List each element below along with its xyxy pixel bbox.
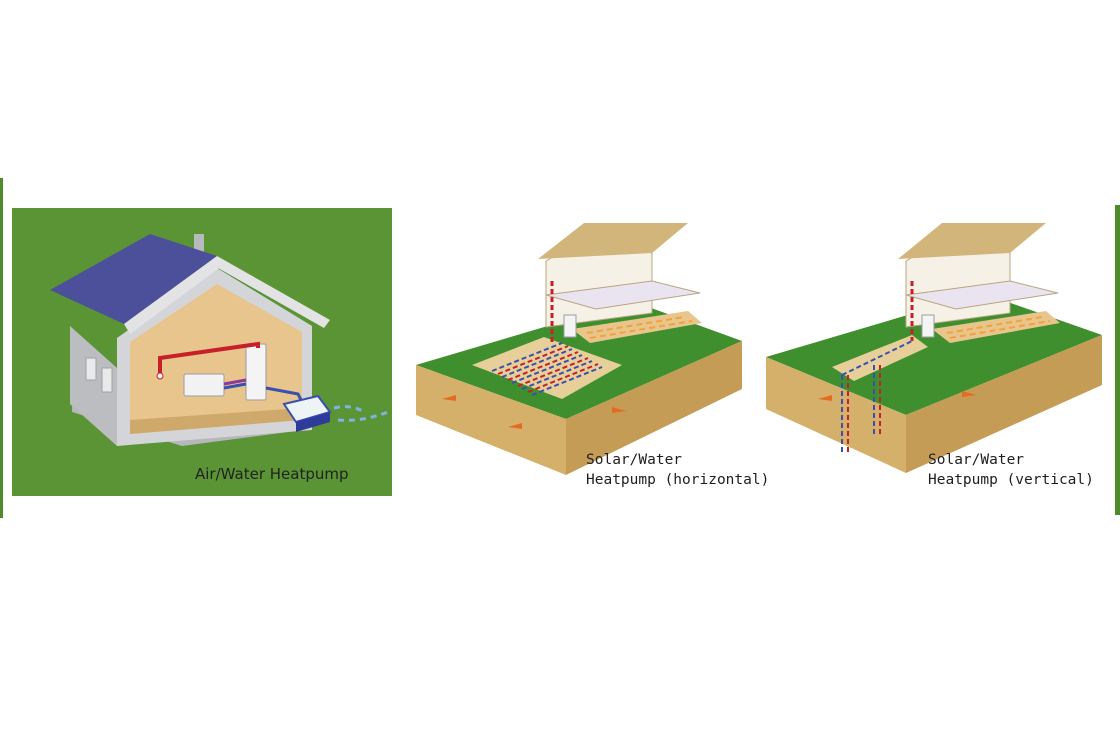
air-flow: [337, 410, 389, 422]
page-edge-right: [1115, 205, 1120, 515]
heat-arrow: [818, 395, 832, 401]
vertical-caption: Solar/Water Heatpump (vertical): [928, 450, 1094, 490]
house-roof: [898, 223, 1046, 259]
caption-line: Solar/Water: [928, 452, 1025, 468]
air-water-caption: Air/Water Heatpump: [195, 465, 349, 483]
page-edge-left: [0, 178, 3, 518]
heat-arrow: [612, 407, 626, 413]
heat-arrow: [442, 395, 456, 401]
ground-side: [566, 341, 742, 475]
floor-heating-loops: [946, 316, 1051, 339]
indoor-unit: [245, 343, 267, 401]
caption-line: Heatpump (horizontal): [586, 472, 770, 488]
caption-line: Solar/Water: [586, 452, 683, 468]
caption-line: Air/Water Heatpump: [195, 465, 349, 483]
horizontal-collector-illustration: [416, 223, 742, 475]
heat-arrow: [962, 391, 976, 397]
solar-water-vertical-panel: Solar/Water Heatpump (vertical): [762, 215, 1115, 515]
outdoor-unit-base: [296, 412, 330, 432]
trench: [472, 337, 622, 399]
ground-front: [766, 357, 906, 473]
side-window: [101, 367, 113, 393]
upper-floor: [905, 280, 1059, 310]
cold-pipe: [223, 382, 247, 390]
roof-edge: [124, 256, 222, 334]
floor-heating-loops: [586, 316, 693, 339]
connecting-pipe: [841, 340, 913, 376]
caption-line: Heatpump (vertical): [928, 472, 1094, 488]
heat-pump-unit: [563, 314, 577, 338]
solar-water-horizontal-panel: Solar/Water Heatpump (horizontal): [412, 215, 769, 515]
side-wall: [70, 326, 117, 446]
roof: [50, 234, 217, 324]
house-roof: [538, 223, 688, 259]
upper-floor: [545, 280, 701, 310]
air-flow: [333, 405, 365, 414]
vertical-collector-illustration: [766, 223, 1102, 473]
interior-floor: [130, 408, 302, 434]
hot-pipe: [158, 341, 260, 374]
radiator: [183, 373, 225, 397]
roof-edge-right: [217, 256, 330, 328]
trench: [832, 335, 928, 381]
air-water-heatpump-panel: Air/Water Heatpump: [12, 208, 392, 496]
return-pipe: [223, 378, 247, 386]
ground-side: [906, 335, 1102, 473]
horizontal-caption: Solar/Water Heatpump (horizontal): [586, 450, 769, 490]
heat-arrow: [508, 423, 522, 429]
ground-front: [416, 365, 566, 475]
heat-pump-unit: [921, 314, 935, 338]
side-window: [85, 357, 97, 381]
chimney: [194, 234, 204, 256]
thermostat: [156, 372, 164, 380]
air-water-heatpump-illustration: [12, 208, 392, 496]
